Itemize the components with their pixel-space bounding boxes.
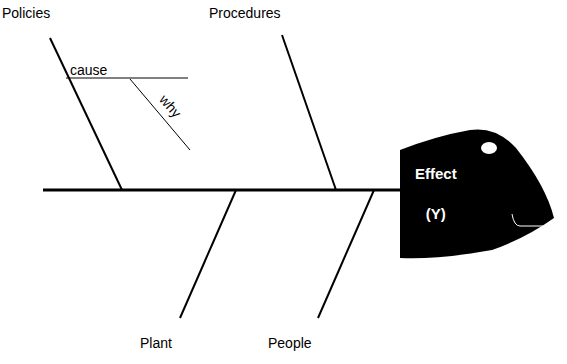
cause-line (66, 78, 188, 79)
fish-head: Effect (Y) (396, 126, 558, 262)
fish-eye (481, 142, 497, 154)
fish-head-shape (396, 126, 558, 262)
category-label: Policies (2, 6, 50, 20)
category-label: Procedures (209, 6, 281, 20)
bone-line (318, 190, 374, 318)
fish-head-outline (400, 129, 554, 258)
why-line (130, 79, 190, 150)
bone-line (50, 38, 122, 190)
bone-line (282, 35, 336, 190)
category-label: People (268, 336, 312, 350)
cause-label: cause (70, 63, 107, 77)
effect-text: Effect (Y) (415, 154, 457, 234)
bone-line (180, 190, 236, 318)
category-label: Plant (140, 336, 172, 350)
fish-mouth (512, 214, 554, 226)
spine-line (43, 189, 402, 192)
text-holder: Effect (Y) (415, 154, 457, 234)
